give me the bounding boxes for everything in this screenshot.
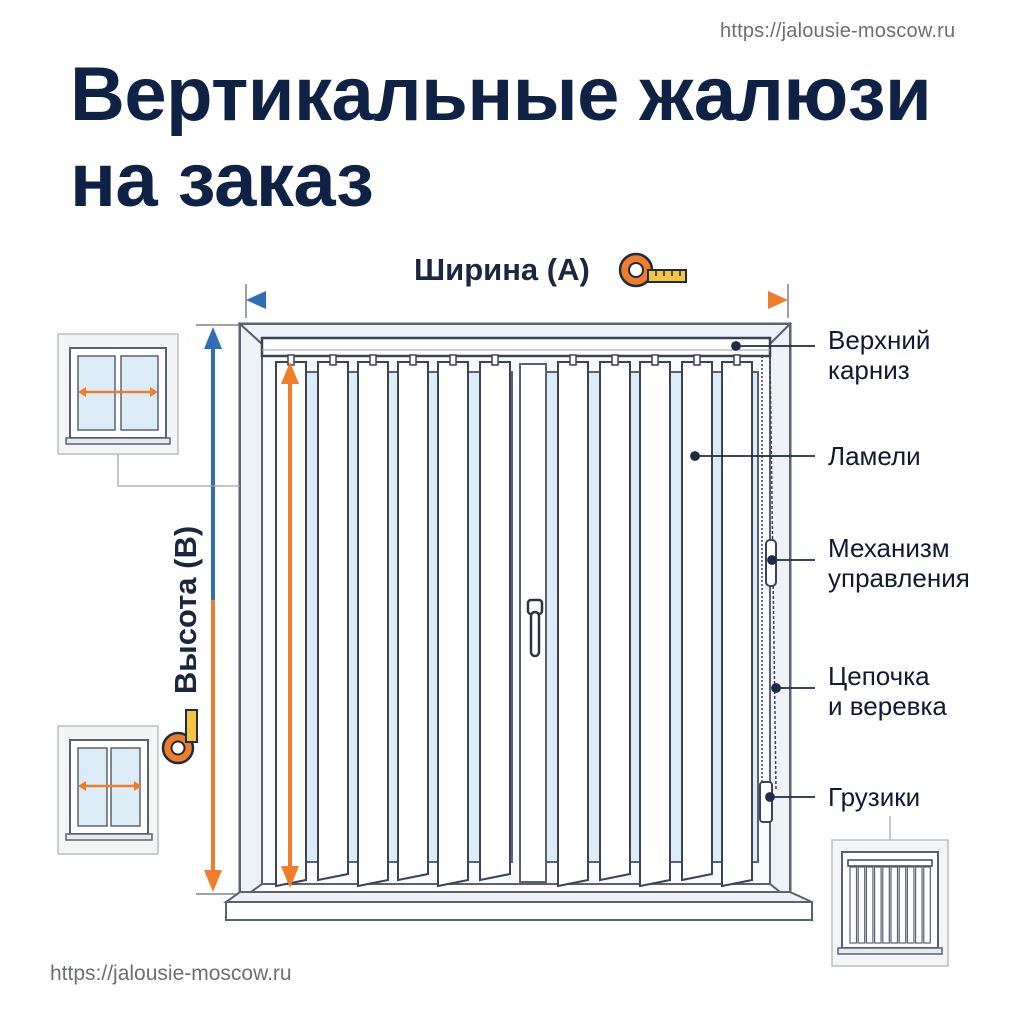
- chain-cord-line2: и веревка: [828, 691, 947, 721]
- slat-hook: [611, 354, 619, 366]
- top-cornice-line1: Верхний: [828, 325, 931, 355]
- blinds-thumbnail-icon: [831, 816, 949, 967]
- thumbnail-slat: [882, 866, 890, 944]
- slat-hook: [287, 354, 295, 366]
- thumbnail-slat: [890, 866, 899, 944]
- tape-measure-icon: [618, 252, 687, 288]
- slat: [397, 361, 429, 882]
- thumbnail-slat: [906, 866, 915, 944]
- slat-hook: [329, 354, 337, 366]
- thumbnail-slat: [865, 866, 874, 944]
- slat: [681, 361, 713, 882]
- label-chain-cord: Цепочка и веревка: [828, 661, 947, 721]
- title-line-2: на заказ: [70, 138, 374, 223]
- weights-line1: Грузики: [828, 782, 921, 812]
- slats-line1: Ламели: [828, 441, 921, 471]
- slat: [357, 361, 389, 888]
- slat-hook: [369, 354, 377, 366]
- thumbnail-slat: [898, 866, 907, 944]
- slat: [437, 361, 469, 888]
- page-title: Вертикальные жалюзи на заказ: [70, 52, 932, 224]
- control-mechanism-line1: Механизм: [828, 533, 950, 563]
- slats-group: [275, 354, 753, 888]
- thumbnail-slat: [849, 866, 858, 944]
- label-top-cornice: Верхний карниз: [828, 325, 930, 385]
- slat-hook: [693, 354, 701, 366]
- height-dimension-outer: [196, 324, 240, 895]
- window-thumbnail-icon: [57, 333, 179, 455]
- slat: [639, 361, 671, 888]
- chain-cord-line1: Цепочка: [828, 661, 930, 691]
- thumbnail-slat: [873, 866, 882, 944]
- slat: [557, 361, 589, 888]
- chain-and-cord: [759, 355, 777, 823]
- label-weights: Грузики: [828, 782, 920, 812]
- width-dimension: [245, 284, 789, 318]
- slat-hook: [733, 354, 741, 366]
- slat-hook: [491, 354, 499, 366]
- height-label: Высота (B): [168, 525, 203, 695]
- title-line-1: Вертикальные жалюзи: [70, 52, 932, 137]
- label-control-mechanism: Механизм управления: [828, 533, 970, 593]
- site-url-bottom[interactable]: https://jalousie-moscow.ru: [50, 962, 292, 985]
- height-dimension-inner: [281, 362, 299, 888]
- thumbnail-slat: [923, 866, 931, 944]
- tape-measure-icon: [161, 709, 198, 765]
- label-slats: Ламели: [828, 441, 921, 471]
- slat-hook: [569, 354, 577, 366]
- slat-hook: [409, 354, 417, 366]
- window-thumbnail-icon: [57, 725, 159, 855]
- width-label: Ширина (A): [414, 252, 590, 287]
- slat: [599, 361, 631, 882]
- slat-hook: [449, 354, 457, 366]
- slat-hook: [651, 354, 659, 366]
- thumbnail-slat: [857, 866, 866, 944]
- window-sill: [222, 891, 813, 921]
- slat: [479, 361, 511, 882]
- leader-lines: [690, 341, 815, 802]
- site-url-top[interactable]: https://jalousie-moscow.ru: [720, 20, 956, 42]
- slat: [317, 361, 349, 882]
- slat: [721, 361, 753, 888]
- thumbnail-slat: [914, 866, 923, 944]
- top-cornice-line2: карниз: [828, 355, 910, 385]
- top-cornice: [260, 336, 772, 358]
- control-mechanism-line2: управления: [828, 563, 970, 593]
